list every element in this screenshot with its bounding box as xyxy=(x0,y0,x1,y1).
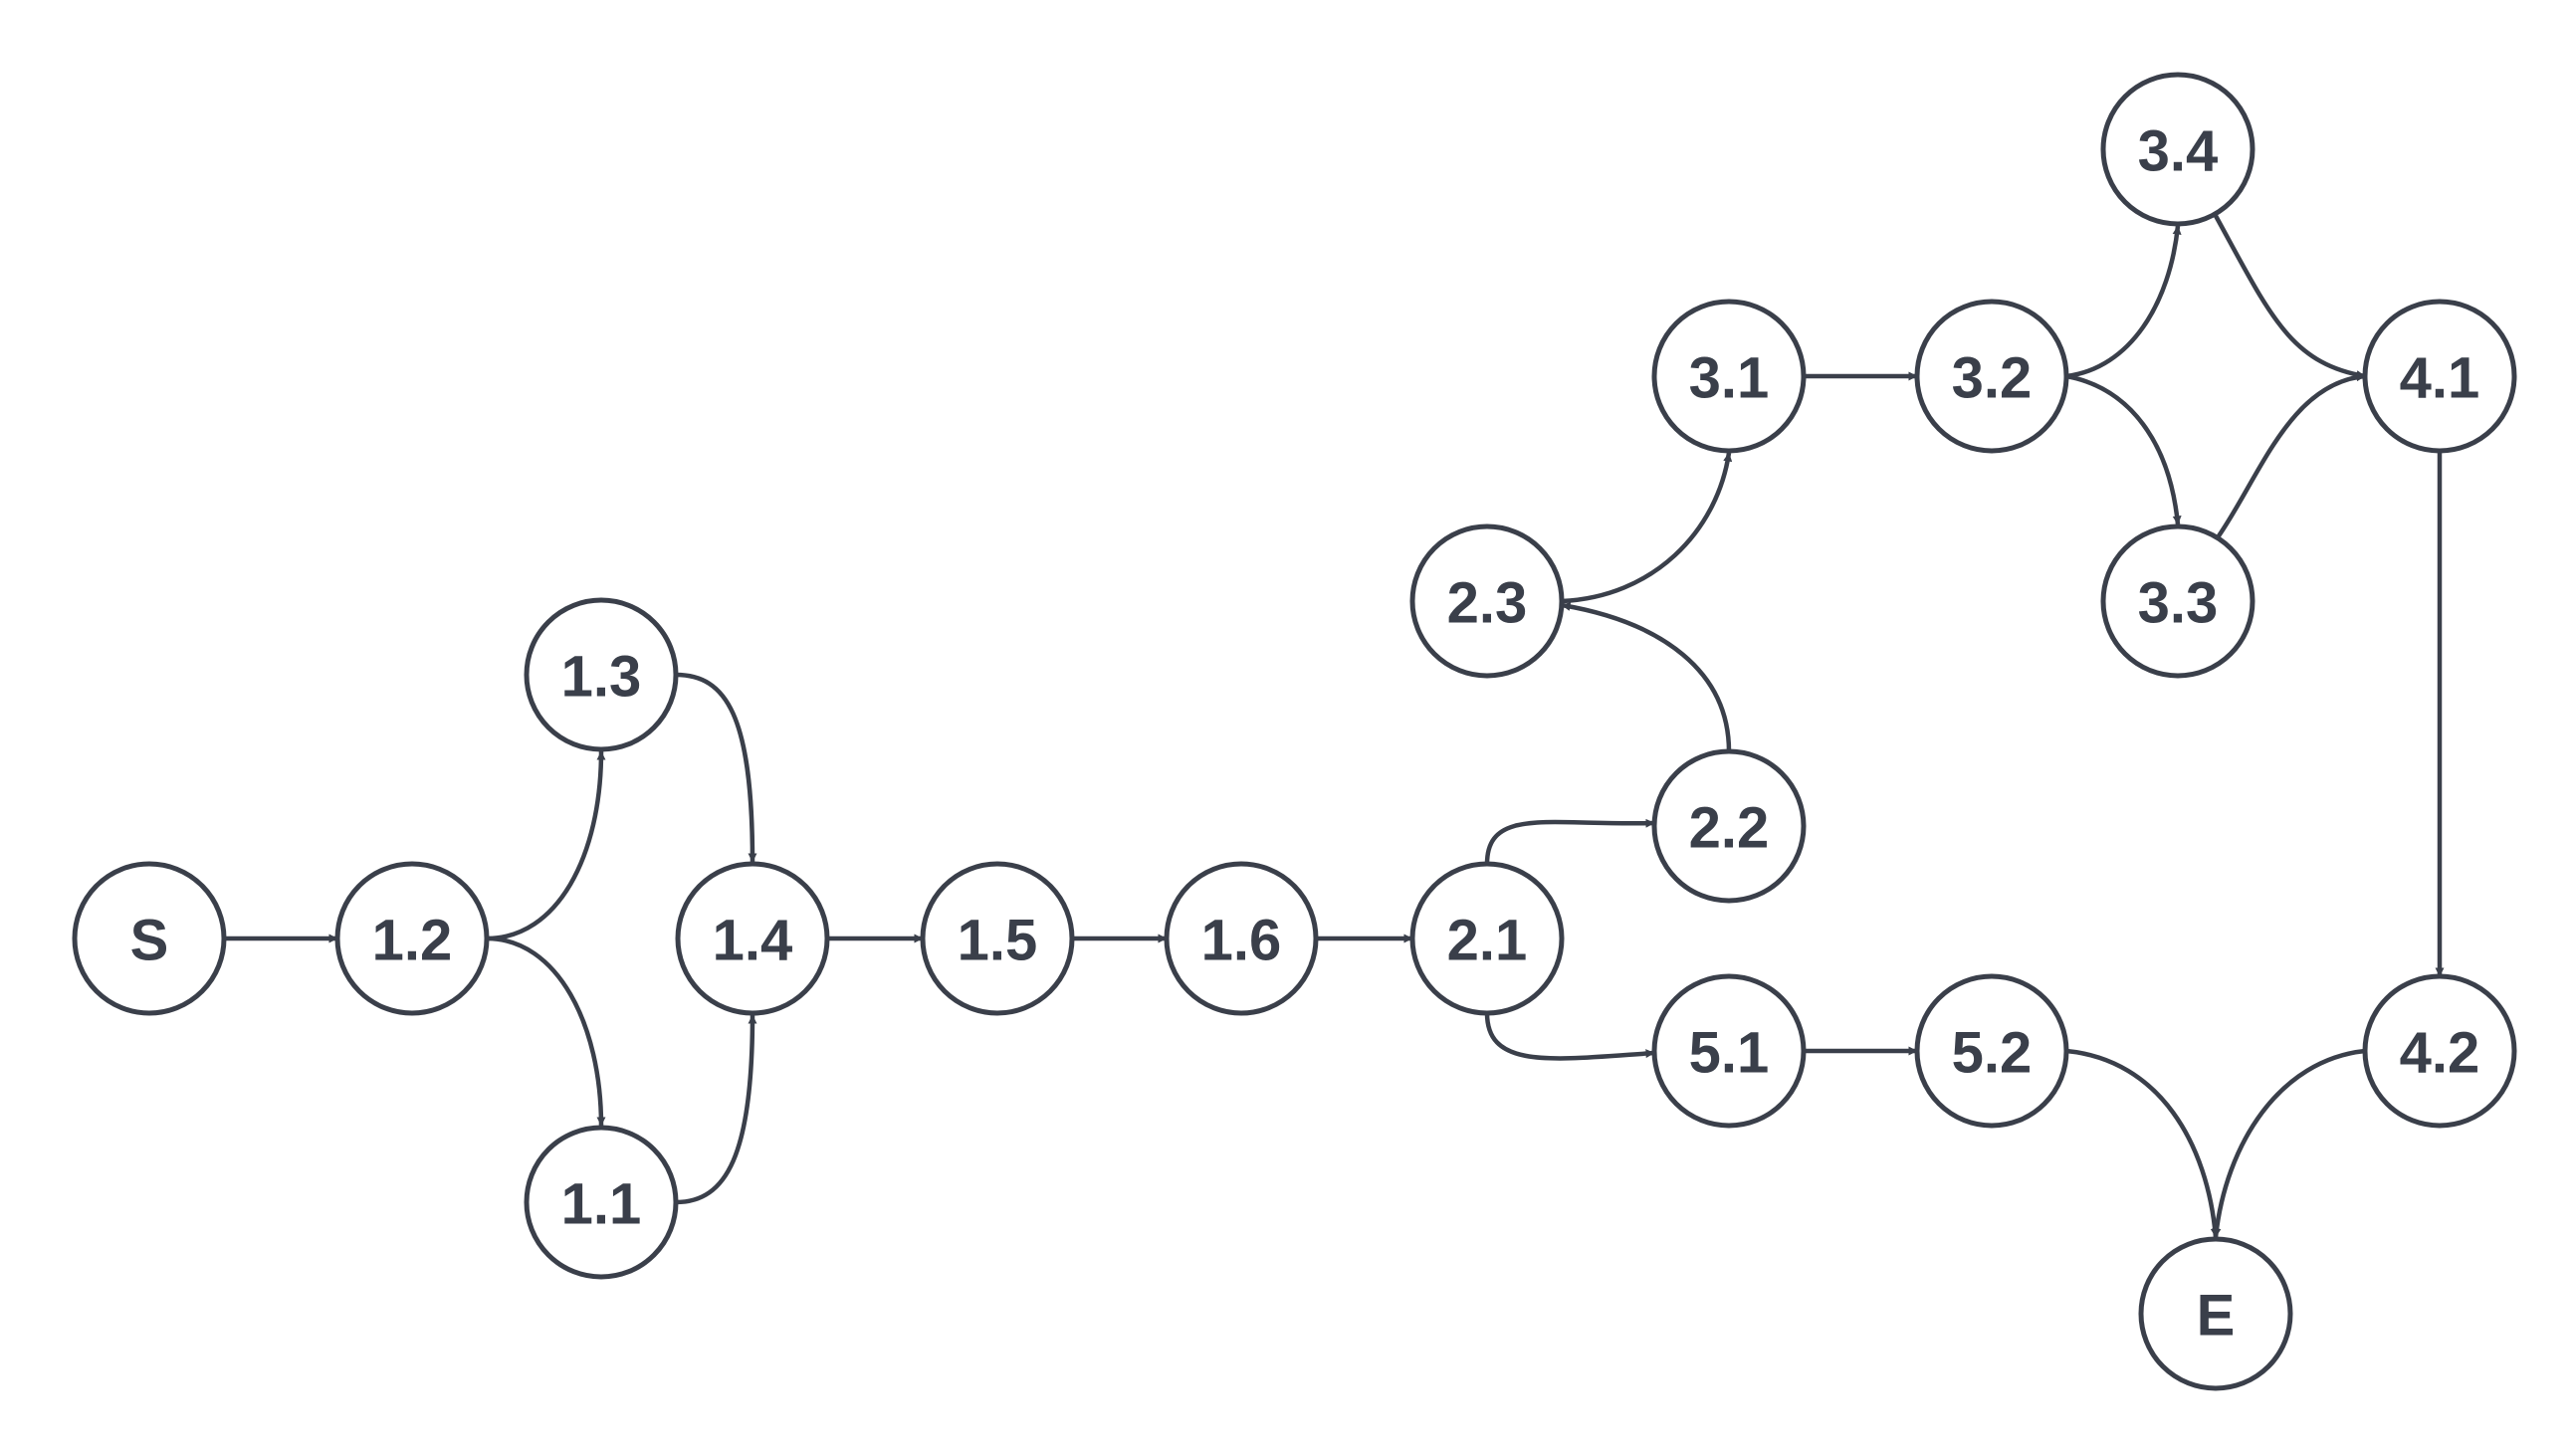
node-circle xyxy=(334,861,490,1016)
node-4-1: 4.1 xyxy=(2362,299,2517,454)
node-circle xyxy=(2138,1236,2293,1391)
node-circle xyxy=(920,861,1075,1016)
node-circle xyxy=(2362,299,2517,454)
node-label: S xyxy=(130,909,169,973)
node-2-1: 2.1 xyxy=(1409,861,1565,1016)
node-circle xyxy=(1409,523,1565,679)
node-2-2: 2.2 xyxy=(1651,748,1807,904)
node-circle xyxy=(524,1125,679,1280)
edge-4-2-to-e xyxy=(2212,1048,2366,1238)
node-s: S xyxy=(72,861,227,1016)
node-label: 1.2 xyxy=(372,909,453,973)
node-1-2: 1.2 xyxy=(334,861,490,1016)
edge-3-4-to-4-1 xyxy=(2213,212,2366,379)
node-1-1: 1.1 xyxy=(524,1125,679,1280)
node-3-4: 3.4 xyxy=(2100,72,2255,227)
node-label: 4.2 xyxy=(2400,1021,2480,1086)
node-5-2: 5.2 xyxy=(1914,973,2069,1129)
node-label: E xyxy=(2197,1284,2236,1349)
edge-3-2-to-3-4 xyxy=(2065,225,2182,379)
node-3-3: 3.3 xyxy=(2100,523,2255,679)
node-circle xyxy=(524,597,679,752)
edge-1-3-to-1-4 xyxy=(675,672,757,863)
node-circle xyxy=(2362,973,2517,1129)
node-label: 4.1 xyxy=(2400,346,2480,411)
node-3-2: 3.2 xyxy=(1914,299,2069,454)
node-label: 3.3 xyxy=(2138,571,2219,636)
edge-1-1-to-1-4 xyxy=(675,1014,757,1205)
node-1-6: 1.6 xyxy=(1164,861,1319,1016)
node-label: 1.1 xyxy=(561,1172,642,1237)
edge-2-1-to-5-1 xyxy=(1484,1012,1655,1061)
node-circle xyxy=(1651,973,1807,1129)
nodes-layer: S 1.2 1.3 1.1 1.4 1.5 1.6 2.1 2.2 2.3 3.1 3.2 3.3 3.4… xyxy=(72,72,2517,1391)
node-circle xyxy=(1409,861,1565,1016)
edge-2-2-to-2-3 xyxy=(1561,601,1732,752)
edges-layer xyxy=(224,212,2445,1238)
node-label: 2.1 xyxy=(1447,909,1528,973)
node-label: 2.2 xyxy=(1689,796,1770,861)
node-3-1: 3.1 xyxy=(1651,299,1807,454)
node-circle xyxy=(72,861,227,1016)
node-circle xyxy=(2100,72,2255,227)
node-label: 5.1 xyxy=(1689,1021,1770,1086)
node-label: 3.2 xyxy=(1952,346,2033,411)
node-4-2: 4.2 xyxy=(2362,973,2517,1129)
node-label: 1.6 xyxy=(1201,909,1282,973)
edge-2-3-to-3-1 xyxy=(1561,452,1733,604)
node-circle xyxy=(1651,748,1807,904)
node-label: 3.4 xyxy=(2138,119,2219,184)
edge-2-1-to-2-2 xyxy=(1484,818,1655,865)
node-label: 5.2 xyxy=(1952,1021,2033,1086)
node-label: 1.4 xyxy=(713,909,793,973)
node-label: 3.1 xyxy=(1689,346,1770,411)
node-label: 1.5 xyxy=(958,909,1038,973)
edge-1-2-to-1-1 xyxy=(486,936,606,1127)
node-circle xyxy=(1914,973,2069,1129)
node-circle xyxy=(1164,861,1319,1016)
edge-3-3-to-4-1 xyxy=(2216,372,2366,539)
node-circle xyxy=(1914,299,2069,454)
node-1-5: 1.5 xyxy=(920,861,1075,1016)
edge-5-2-to-e xyxy=(2065,1048,2220,1238)
node-label: 2.3 xyxy=(1447,571,1528,636)
edge-1-2-to-1-3 xyxy=(486,750,606,941)
edge-3-2-to-3-3 xyxy=(2065,373,2182,525)
node-2-3: 2.3 xyxy=(1409,523,1565,679)
node-circle xyxy=(675,861,830,1016)
node-circle xyxy=(1651,299,1807,454)
node-label: 1.3 xyxy=(561,645,642,710)
node-circle xyxy=(2100,523,2255,679)
node-1-3: 1.3 xyxy=(524,597,679,752)
node-1-4: 1.4 xyxy=(675,861,830,1016)
node-e: E xyxy=(2138,1236,2293,1391)
node-5-1: 5.1 xyxy=(1651,973,1807,1129)
